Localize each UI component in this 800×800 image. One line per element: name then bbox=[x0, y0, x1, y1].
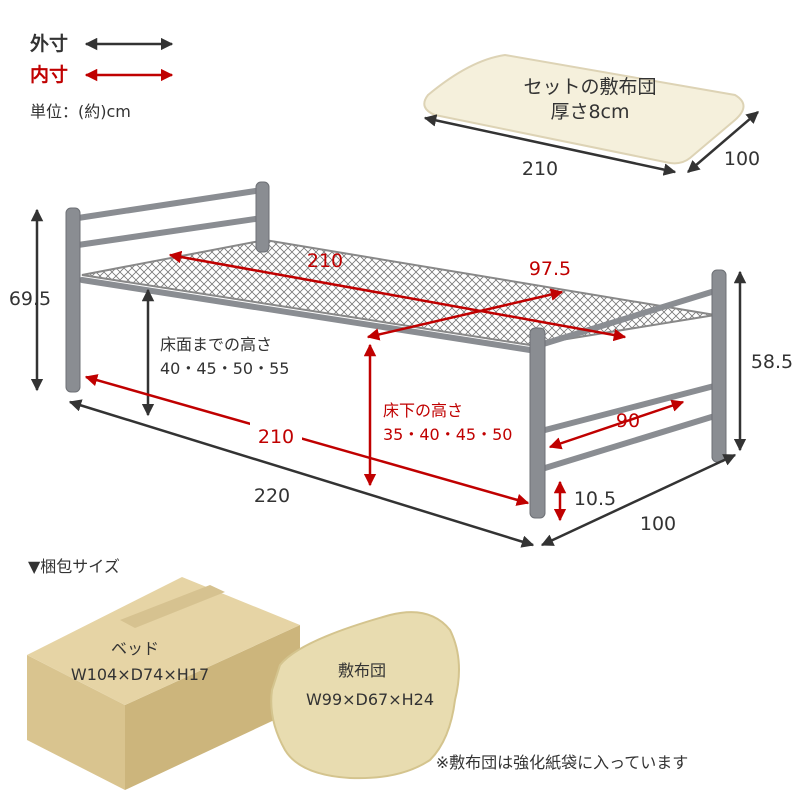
futon-bag-illustration: 敷布団 W99×D67×H24 bbox=[270, 611, 460, 780]
futon-length: 210 bbox=[522, 158, 558, 180]
leg-clearance: 10.5 bbox=[574, 488, 616, 510]
futon-illustration: セットの敷布団 厚さ8cm 210 100 bbox=[423, 53, 760, 180]
inner-width-arrow bbox=[366, 288, 564, 341]
bed-box-size: W104×D74×H17 bbox=[71, 665, 209, 684]
outer-length: 220 bbox=[254, 485, 290, 507]
futon-width: 100 bbox=[724, 148, 760, 170]
outer-width: 100 bbox=[640, 513, 676, 535]
box-top-face bbox=[27, 577, 300, 705]
deck-height-label: 床面までの高さ bbox=[160, 335, 272, 354]
box-left-face bbox=[27, 655, 125, 790]
head-height: 69.5 bbox=[9, 288, 51, 310]
label-bg bbox=[250, 422, 302, 446]
futon-bag-size: W99×D67×H24 bbox=[306, 690, 434, 709]
inner-length-bottom-arrow bbox=[84, 374, 530, 506]
inner-foot-width: 90 bbox=[616, 410, 640, 432]
inner-width: 97.5 bbox=[529, 258, 571, 280]
headboard-rail-mid bbox=[75, 215, 265, 248]
futon-title: セットの敷布団 bbox=[523, 76, 656, 98]
legend: 外寸 内寸 単位：(約)cm bbox=[30, 32, 174, 121]
bed-box-label: ベッド bbox=[111, 639, 159, 658]
inner-length-top: 210 bbox=[307, 250, 343, 272]
legend-inner-label: 内寸 bbox=[30, 63, 68, 86]
foot-post-front bbox=[529, 327, 546, 519]
head-post-back bbox=[255, 181, 270, 253]
box-right-face bbox=[125, 625, 300, 790]
futon-bag-label: 敷布団 bbox=[338, 661, 386, 680]
legend-unit: 単位：(約)cm bbox=[30, 102, 131, 121]
under-height-label: 床下の高さ bbox=[383, 401, 463, 420]
legend-outer-label: 外寸 bbox=[30, 32, 68, 55]
box-tape bbox=[120, 585, 225, 628]
packing-note: ※敷布団は強化紙袋に入っています bbox=[436, 753, 689, 772]
head-post-front bbox=[65, 207, 81, 393]
outer-width-arrow bbox=[540, 453, 737, 547]
futon-bag-shape bbox=[270, 611, 460, 780]
foot-post-back bbox=[711, 269, 727, 463]
under-height-values: 35・40・45・50 bbox=[383, 425, 512, 444]
deck-height-values: 40・45・50・55 bbox=[160, 359, 289, 378]
futon-length-arrow bbox=[423, 114, 677, 176]
inner-foot-width-arrow bbox=[548, 399, 685, 450]
packing-title: ▼梱包サイズ bbox=[28, 557, 120, 576]
inner-length-bottom: 210 bbox=[258, 426, 294, 448]
bed-box-illustration: ベッド W104×D74×H17 bbox=[27, 577, 300, 790]
headboard-rail-top bbox=[75, 187, 265, 221]
futon-thickness: 厚さ8cm bbox=[550, 101, 629, 123]
futon-width-arrow bbox=[687, 111, 759, 173]
foot-height: 58.5 bbox=[751, 351, 793, 373]
